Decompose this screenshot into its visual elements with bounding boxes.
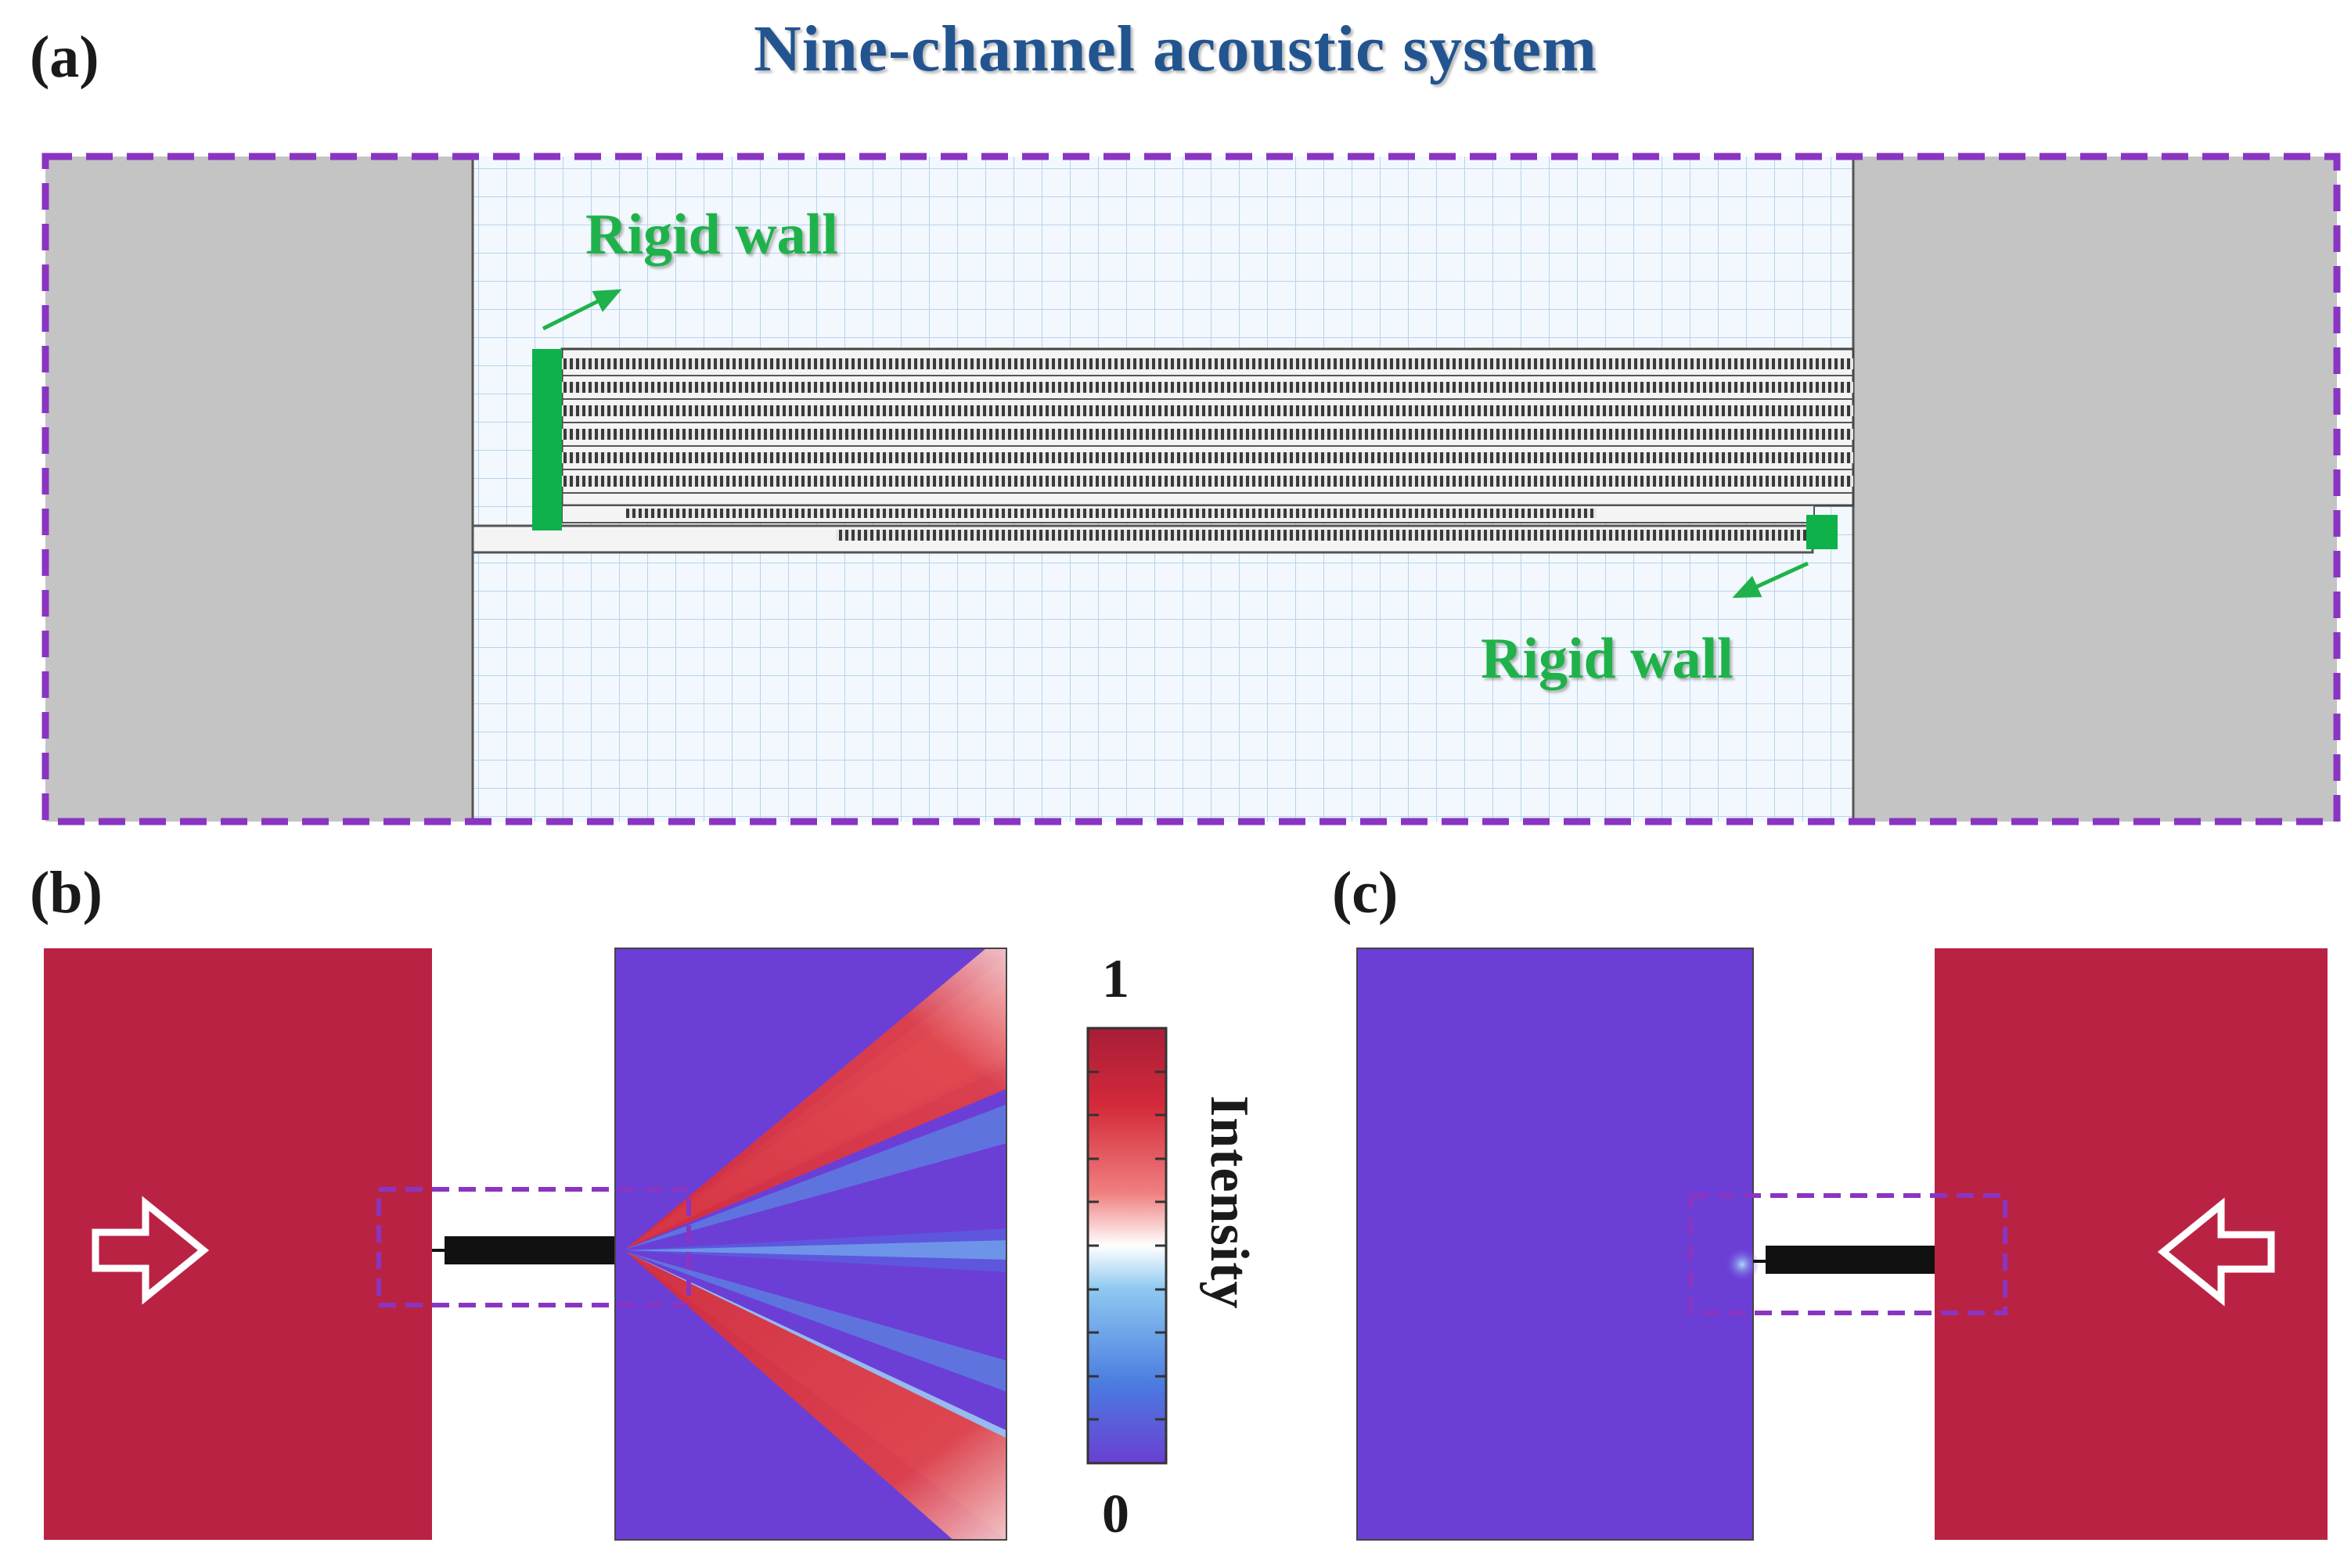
inset-box-c [1688,1193,2007,1315]
rigid-wall-label-bottom: Rigid wall [1481,627,1734,691]
short-channel-upper [561,505,1815,523]
panel-c-label: (c) [1332,860,1399,926]
left-side-block [45,156,473,822]
left-arrow-icon [2157,1197,2275,1307]
panel-c-field [1356,948,2328,1541]
colorbar-min-label: 0 [1102,1484,1129,1545]
panel-a-schematic [41,153,2341,825]
waveguide-c [1766,1246,1939,1274]
scattered-field-b [615,948,1006,1540]
right-side-block [1853,156,2337,822]
panel-b-field [44,948,1007,1541]
colorbar-title: Intensity [1199,1095,1259,1310]
incident-region-b [44,948,432,1540]
panel-a-label: (a) [30,24,99,90]
waveguide-b [445,1236,615,1264]
callout-arrow-top [542,289,622,331]
callout-arrow-bottom [1732,561,1809,599]
rigid-wall-label-top: Rigid wall [585,203,838,267]
transmitted-region-c [1356,948,1754,1541]
colorbar-max-label: 1 [1102,949,1129,1009]
panel-b-label: (b) [30,860,103,926]
rigid-wall-right [1806,515,1838,549]
figure-title: Nine-channel acoustic system [754,13,1597,85]
right-arrow-icon [92,1196,210,1305]
panel-a-frame [41,153,2341,825]
channel-stack [471,347,1855,554]
incident-region-c [1935,948,2328,1540]
colorbar [1086,1027,1168,1465]
long-channels [562,358,1853,494]
rigid-wall-left [532,349,562,530]
short-channel-lower [471,524,1814,554]
